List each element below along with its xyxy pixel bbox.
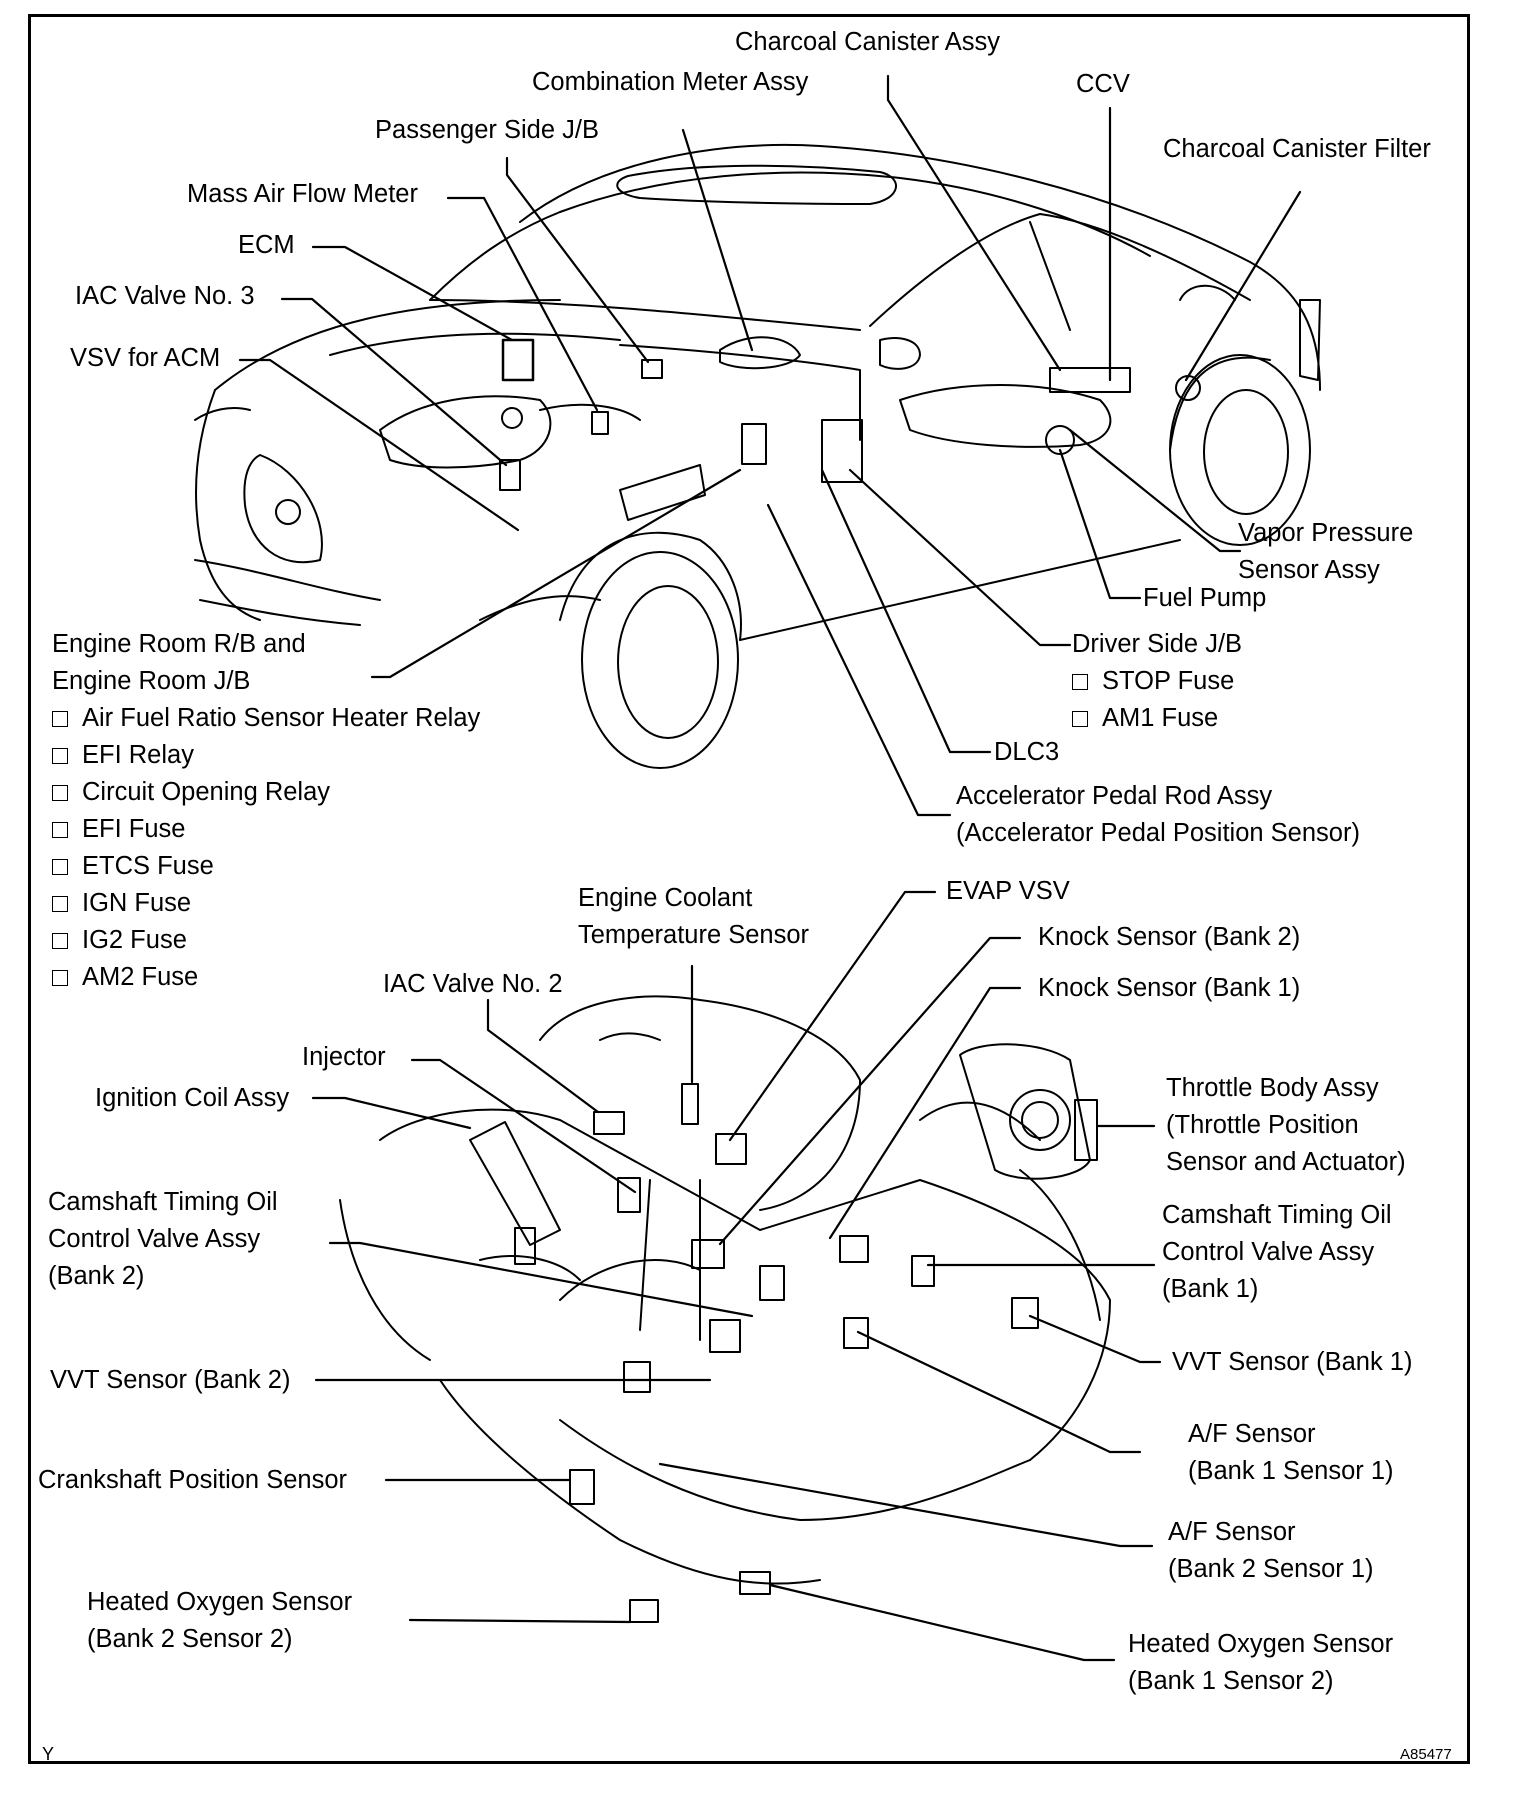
label-throttle-line3: Sensor and Actuator) xyxy=(1166,1148,1406,1176)
label-vapor-pressure-sensor: Vapor Pressure Sensor Assy xyxy=(1238,515,1413,589)
label-vapor-pressure-line1: Vapor Pressure xyxy=(1238,519,1414,547)
engine-outline xyxy=(339,995,1111,1623)
label-vvt-sensor-bank2: VVT Sensor (Bank 2) xyxy=(50,1366,291,1394)
diagram-frame xyxy=(28,14,1470,1764)
engine-room-item: EFI Relay xyxy=(52,737,480,774)
label-ignition-coil-assy: Ignition Coil Assy xyxy=(95,1084,290,1112)
driver-side-jb-item: AM1 Fuse xyxy=(1072,700,1242,737)
checkbox-icon xyxy=(1072,711,1088,727)
figure-reference-code: A85477 xyxy=(1400,1746,1452,1763)
engine-room-item: Circuit Opening Relay xyxy=(52,774,480,811)
label-ho2-b1s2-line2: (Bank 1 Sensor 2) xyxy=(1128,1667,1334,1695)
label-cam-ocv-b2-line3: (Bank 2) xyxy=(48,1262,145,1290)
label-af-b2s1-line1: A/F Sensor xyxy=(1168,1518,1296,1546)
label-ecm: ECM xyxy=(238,231,295,259)
label-passenger-side-jb: Passenger Side J/B xyxy=(375,116,599,144)
label-mass-air-flow-meter: Mass Air Flow Meter xyxy=(187,180,418,208)
engine-room-item: AM2 Fuse xyxy=(52,959,480,996)
leader-lines xyxy=(238,74,1302,1662)
engine-room-title-line1: Engine Room R/B and xyxy=(52,630,306,658)
label-accelerator-pedal: Accelerator Pedal Rod Assy (Accelerator … xyxy=(956,778,1360,852)
checkbox-icon xyxy=(1072,674,1088,690)
label-crankshaft-position-sensor: Crankshaft Position Sensor xyxy=(38,1466,347,1494)
label-iac-valve-no2: IAC Valve No. 2 xyxy=(383,970,563,998)
label-throttle-body-assy: Throttle Body Assy (Throttle Position Se… xyxy=(1166,1070,1406,1181)
checkbox-icon xyxy=(52,933,68,949)
engine-room-item: IGN Fuse xyxy=(52,885,480,922)
corner-mark-left: Y xyxy=(42,1744,55,1764)
label-vapor-pressure-line2: Sensor Assy xyxy=(1238,556,1380,584)
engine-room-item: IG2 Fuse xyxy=(52,922,480,959)
checkbox-icon xyxy=(52,896,68,912)
checkbox-icon xyxy=(52,859,68,875)
label-ect-line1: Engine Coolant xyxy=(578,884,753,912)
label-cam-ocv-b1-line1: Camshaft Timing Oil xyxy=(1162,1201,1392,1229)
driver-side-jb-title: Driver Side J/B xyxy=(1072,630,1243,658)
label-af-b2s1-line2: (Bank 2 Sensor 1) xyxy=(1168,1555,1374,1583)
label-injector: Injector xyxy=(302,1043,386,1071)
label-ho2-b2s2-line2: (Bank 2 Sensor 2) xyxy=(87,1625,293,1653)
engine-room-group: Engine Room R/B and Engine Room J/B Air … xyxy=(52,626,480,996)
engine-room-item: EFI Fuse xyxy=(52,811,480,848)
label-ccv: CCV xyxy=(1076,70,1130,98)
label-ho2-sensor-b2s2: Heated Oxygen Sensor (Bank 2 Sensor 2) xyxy=(87,1584,352,1658)
checkbox-icon xyxy=(52,822,68,838)
label-af-sensor-b2s1: A/F Sensor (Bank 2 Sensor 1) xyxy=(1168,1514,1374,1588)
driver-side-jb-item: STOP Fuse xyxy=(1072,663,1242,700)
label-ect-line2: Temperature Sensor xyxy=(578,921,810,949)
label-cam-ocv-bank1: Camshaft Timing Oil Control Valve Assy (… xyxy=(1162,1197,1392,1308)
label-cam-ocv-b2-line2: Control Valve Assy xyxy=(48,1225,261,1253)
label-throttle-line1: Throttle Body Assy xyxy=(1166,1074,1379,1102)
engine-room-item: ETCS Fuse xyxy=(52,848,480,885)
label-accelerator-pedal-line2: (Accelerator Pedal Position Sensor) xyxy=(956,819,1360,847)
label-af-b1s1-line2: (Bank 1 Sensor 1) xyxy=(1188,1457,1394,1485)
label-charcoal-canister-assy: Charcoal Canister Assy xyxy=(735,28,1001,56)
label-combination-meter-assy: Combination Meter Assy xyxy=(532,68,809,96)
label-iac-valve-no3: IAC Valve No. 3 xyxy=(75,282,255,310)
car-outline xyxy=(194,143,1321,769)
engine-room-item: Air Fuel Ratio Sensor Heater Relay xyxy=(52,700,480,737)
label-af-b1s1-line1: A/F Sensor xyxy=(1188,1420,1316,1448)
label-cam-ocv-b2-line1: Camshaft Timing Oil xyxy=(48,1188,278,1216)
label-knock-sensor-bank2: Knock Sensor (Bank 2) xyxy=(1038,923,1301,951)
label-cam-ocv-b1-line2: Control Valve Assy xyxy=(1162,1238,1375,1266)
label-accelerator-pedal-line1: Accelerator Pedal Rod Assy xyxy=(956,782,1273,810)
checkbox-icon xyxy=(52,748,68,764)
label-dlc3: DLC3 xyxy=(994,738,1060,766)
label-vsv-for-acm: VSV for ACM xyxy=(70,344,221,372)
label-cam-ocv-bank2: Camshaft Timing Oil Control Valve Assy (… xyxy=(48,1184,278,1295)
label-af-sensor-b1s1: A/F Sensor (Bank 1 Sensor 1) xyxy=(1188,1416,1394,1490)
label-ho2-b2s2-line1: Heated Oxygen Sensor xyxy=(87,1588,353,1616)
label-ho2-sensor-b1s2: Heated Oxygen Sensor (Bank 1 Sensor 2) xyxy=(1128,1626,1393,1700)
engine-room-title-line2: Engine Room J/B xyxy=(52,667,251,695)
label-charcoal-canister-filter: Charcoal Canister Filter xyxy=(1163,135,1431,163)
label-knock-sensor-bank1: Knock Sensor (Bank 1) xyxy=(1038,974,1301,1002)
label-throttle-line2: (Throttle Position xyxy=(1166,1111,1359,1139)
label-evap-vsv: EVAP VSV xyxy=(946,877,1070,905)
checkbox-icon xyxy=(52,785,68,801)
label-fuel-pump: Fuel Pump xyxy=(1143,584,1267,612)
label-engine-coolant-temp-sensor: Engine Coolant Temperature Sensor xyxy=(578,880,809,954)
label-vvt-sensor-bank1: VVT Sensor (Bank 1) xyxy=(1172,1348,1413,1376)
label-ho2-b1s2-line1: Heated Oxygen Sensor xyxy=(1128,1630,1394,1658)
label-cam-ocv-b1-line3: (Bank 1) xyxy=(1162,1275,1259,1303)
driver-side-jb-group: Driver Side J/B STOP Fuse AM1 Fuse xyxy=(1072,626,1242,737)
checkbox-icon xyxy=(52,970,68,986)
checkbox-icon xyxy=(52,711,68,727)
